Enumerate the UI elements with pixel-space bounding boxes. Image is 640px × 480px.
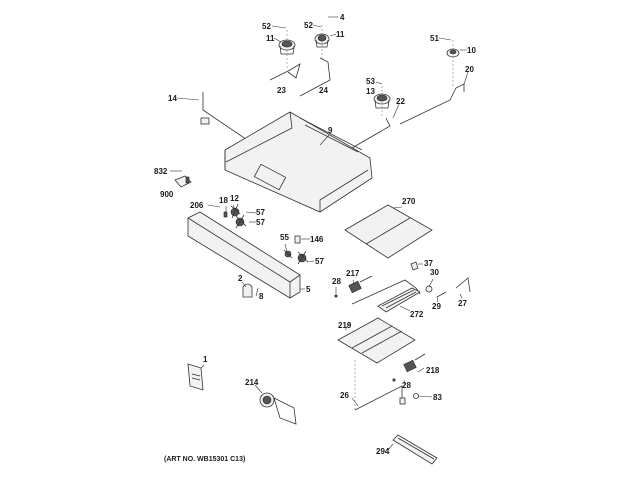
thermocouple-27[interactable] bbox=[455, 277, 471, 293]
callout-57: 57 bbox=[256, 218, 265, 227]
callout-294: 294 bbox=[376, 447, 390, 456]
igniter-218[interactable] bbox=[403, 353, 426, 373]
callout-28: 28 bbox=[402, 381, 411, 390]
broil-pan-cover-270[interactable] bbox=[344, 204, 433, 259]
callout-206: 206 bbox=[190, 201, 204, 210]
callout-52: 52 bbox=[262, 22, 271, 31]
callout-83: 83 bbox=[433, 393, 442, 402]
burner-box[interactable] bbox=[224, 111, 373, 213]
callout-270: 270 bbox=[402, 197, 416, 206]
literature-1[interactable] bbox=[187, 363, 204, 391]
control-214[interactable] bbox=[259, 392, 297, 425]
burner-tube-20[interactable] bbox=[399, 83, 465, 125]
art-number: (ART NO. WB15301 C13) bbox=[164, 456, 246, 463]
callout-53: 53 bbox=[366, 77, 375, 86]
valve-12[interactable] bbox=[230, 203, 241, 219]
leader-lines bbox=[170, 16, 469, 451]
callout-146: 146 bbox=[310, 235, 324, 244]
burner-tube-23[interactable] bbox=[269, 63, 301, 81]
callout-13: 13 bbox=[366, 87, 375, 96]
callout-272: 272 bbox=[410, 310, 424, 319]
callout-8: 8 bbox=[259, 292, 264, 301]
callout-37: 37 bbox=[424, 259, 433, 268]
callout-9: 9 bbox=[328, 126, 333, 135]
valve-55[interactable] bbox=[283, 249, 293, 259]
callout-28: 28 bbox=[332, 277, 341, 286]
manifold-pipe[interactable] bbox=[202, 92, 263, 151]
callout-55: 55 bbox=[280, 233, 289, 242]
valve-57-upper[interactable] bbox=[235, 214, 247, 229]
callout-18: 18 bbox=[219, 196, 228, 205]
callout-217: 217 bbox=[346, 269, 360, 278]
knob[interactable] bbox=[242, 283, 253, 298]
bracket bbox=[399, 397, 406, 405]
callout-219: 219 bbox=[338, 321, 352, 330]
igniter-217[interactable] bbox=[348, 275, 373, 294]
bake-burner-cover-219[interactable] bbox=[337, 317, 416, 364]
igniter-module[interactable] bbox=[174, 175, 192, 188]
callout-2: 2 bbox=[238, 274, 243, 283]
callout-12: 12 bbox=[230, 194, 239, 203]
callout-57: 57 bbox=[256, 208, 265, 217]
callout-1: 1 bbox=[203, 355, 208, 364]
callout-10: 10 bbox=[467, 46, 476, 55]
part-18[interactable] bbox=[223, 211, 228, 218]
callout-27: 27 bbox=[458, 299, 467, 308]
callout-52: 52 bbox=[304, 21, 313, 30]
callout-214: 214 bbox=[245, 378, 259, 387]
screw-28-lower[interactable] bbox=[392, 378, 396, 382]
callout-20: 20 bbox=[465, 65, 474, 74]
valve-57-lower[interactable] bbox=[297, 250, 309, 265]
callout-11: 11 bbox=[266, 34, 275, 43]
callout-22: 22 bbox=[396, 97, 405, 106]
callout-23: 23 bbox=[277, 86, 286, 95]
burner-tube-22[interactable] bbox=[351, 117, 391, 149]
callout-218: 218 bbox=[426, 366, 440, 375]
callout-4: 4 bbox=[340, 13, 345, 22]
callout-29: 29 bbox=[432, 302, 441, 311]
callout-30: 30 bbox=[430, 268, 439, 277]
callout-51: 51 bbox=[430, 34, 439, 43]
orifice-30[interactable] bbox=[425, 285, 433, 293]
callout-5: 5 bbox=[306, 285, 311, 294]
bake-burner-tube-26[interactable] bbox=[354, 385, 403, 411]
callout-832: 832 bbox=[154, 167, 168, 176]
callout-14: 14 bbox=[168, 94, 177, 103]
broil-burner-272[interactable] bbox=[377, 287, 421, 313]
manifold-panel[interactable] bbox=[187, 211, 301, 299]
orifice-83[interactable] bbox=[413, 393, 419, 399]
burner-cap-center-right[interactable] bbox=[373, 93, 391, 109]
callout-900: 900 bbox=[160, 190, 174, 199]
part-37[interactable] bbox=[410, 261, 419, 271]
part-146[interactable] bbox=[294, 235, 301, 244]
part-29[interactable] bbox=[436, 291, 447, 298]
callout-11: 11 bbox=[336, 30, 345, 39]
drawer-glide-294[interactable] bbox=[392, 434, 438, 465]
callout-57: 57 bbox=[315, 257, 324, 266]
burner-tube-24[interactable] bbox=[299, 57, 331, 97]
screw-28-upper[interactable] bbox=[334, 294, 338, 298]
callout-26: 26 bbox=[340, 391, 349, 400]
callout-24: 24 bbox=[319, 86, 328, 95]
pipe-clip bbox=[200, 117, 210, 125]
